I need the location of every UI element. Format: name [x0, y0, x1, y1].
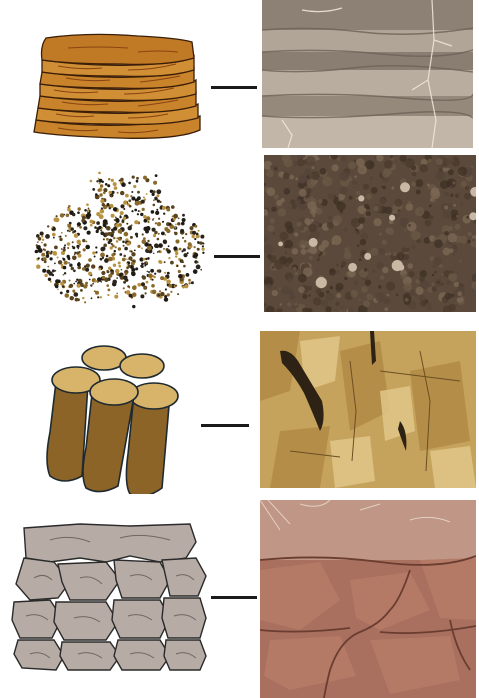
soil-row-blocky: [0, 500, 479, 698]
columnar-soil-photo: [260, 331, 476, 488]
blocky-soil-photo: [260, 500, 476, 698]
connector-line-columnar: [201, 424, 249, 427]
columnar-structure-icon: [38, 344, 183, 494]
soil-row-platy: [0, 0, 479, 150]
soil-row-granular: [0, 155, 479, 315]
connector-line-platy: [211, 86, 257, 89]
soil-row-columnar: [0, 328, 479, 493]
connector-line-blocky: [211, 596, 257, 599]
connector-line-granular: [214, 255, 260, 258]
granular-soil-photo: [264, 155, 476, 312]
granular-structure-icon: [30, 160, 210, 315]
blocky-structure-icon: [10, 522, 210, 672]
platy-soil-photo: [262, 0, 473, 148]
platy-structure-icon: [28, 28, 208, 143]
